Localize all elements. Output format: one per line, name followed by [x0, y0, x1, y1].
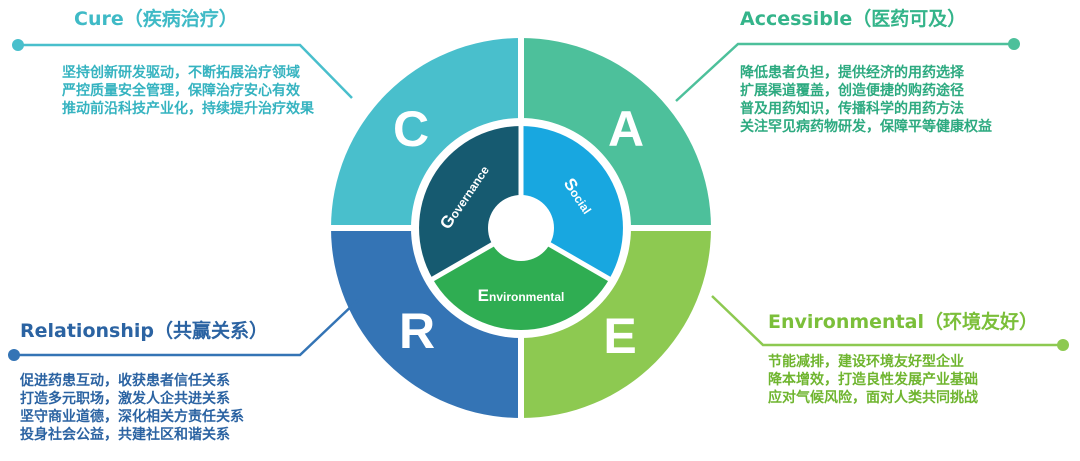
cure-line: 严控质量安全管理，保障治疗安心有效: [62, 83, 300, 99]
cure-dot: [12, 39, 24, 51]
cure-title: Cure（疾病治疗）: [74, 8, 238, 30]
letter-c: C: [393, 101, 429, 157]
environmental-block: Environmental（环境友好） 节能减排，建设环境友好型企业 降本增效，…: [768, 309, 1038, 407]
accessible-block: Accessible（医药可及） 降低患者负担，提供经济的用药选择 扩展渠道覆盖…: [740, 6, 992, 136]
relationship-line: 坚守商业道德，深化相关方责任关系: [20, 409, 244, 425]
cure-connector: [18, 43, 353, 99]
relationship-lines: 促进药患互动，收获患者信任关系 打造多元职场，激发人企共进关系 坚守商业道德，深…: [20, 372, 268, 444]
relationship-block: Relationship（共赢关系） 促进药患互动，收获患者信任关系 打造多元职…: [20, 318, 268, 444]
letter-e: E: [603, 308, 636, 364]
environmental-inner-label: Environmental: [478, 286, 565, 305]
environmental-line: 节能减排，建设环境友好型企业: [768, 354, 964, 370]
environmental-connector: [711, 295, 1063, 347]
environmental-sector: [432, 228, 610, 330]
environmental-line: 降本增效，打造良性发展产业基础: [768, 372, 978, 388]
environmental-dot: [1057, 339, 1069, 351]
cure-block: Cure（疾病治疗） 坚持创新研发驱动，不断拓展治疗领域 严控质量安全管理，保障…: [62, 6, 314, 118]
accessible-dot: [1008, 38, 1020, 50]
accessible-lines: 降低患者负担，提供经济的用药选择 扩展渠道覆盖，创造便捷的购药途径 普及用药知识…: [740, 64, 992, 136]
relationship-title: Relationship（共赢关系）: [20, 320, 268, 342]
accessible-connector: [675, 42, 1014, 102]
letter-a: A: [608, 101, 644, 157]
relationship-connector: [14, 299, 359, 357]
relationship-line: 投身社会公益，共建社区和谐关系: [20, 427, 230, 443]
accessible-title: Accessible（医药可及）: [740, 8, 967, 30]
center-hub: [488, 195, 554, 261]
accessible-line: 普及用药知识，传播科学的用药方法: [740, 101, 964, 117]
cure-line: 推动前沿科技产业化，持续提升治疗效果: [62, 101, 314, 117]
letter-r: R: [399, 303, 435, 359]
relationship-line: 促进药患互动，收获患者信任关系: [20, 373, 230, 389]
environmental-title: Environmental（环境友好）: [768, 311, 1038, 333]
accessible-line: 降低患者负担，提供经济的用药选择: [740, 65, 964, 81]
environmental-line: 应对气候风险，面对人类共同挑战: [768, 390, 978, 406]
cure-line: 坚持创新研发驱动，不断拓展治疗领域: [62, 65, 300, 81]
relationship-line: 打造多元职场，激发人企共进关系: [20, 391, 230, 407]
accessible-line: 关注罕见病药物研发，保障平等健康权益: [740, 119, 992, 135]
environmental-lines: 节能减排，建设环境友好型企业 降本增效，打造良性发展产业基础 应对气候风险，面对…: [768, 353, 1038, 407]
relationship-dot: [8, 349, 20, 361]
cure-lines: 坚持创新研发驱动，不断拓展治疗领域 严控质量安全管理，保障治疗安心有效 推动前沿…: [62, 64, 314, 118]
accessible-line: 扩展渠道覆盖，创造便捷的购药途径: [740, 83, 964, 99]
